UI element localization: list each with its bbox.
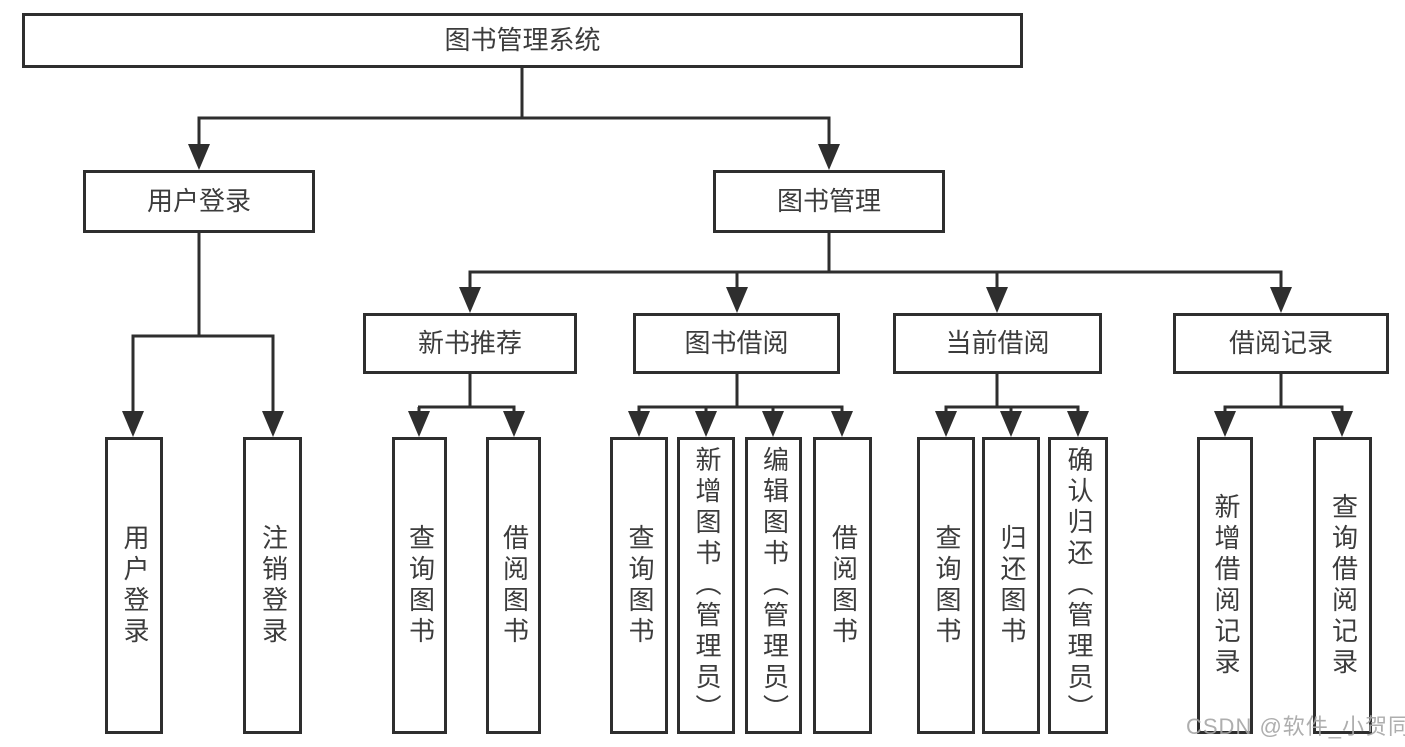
node-user-login: 用户登录: [83, 170, 315, 233]
arrowhead: [1214, 411, 1236, 437]
node-current-borrow: 当前借阅: [893, 313, 1102, 374]
arrowhead: [1067, 411, 1089, 437]
leaf-add-borrow-record: 新增借阅记录: [1197, 437, 1253, 734]
node-borrow-records: 借阅记录: [1173, 313, 1389, 374]
node-new-book-recommend: 新书推荐: [363, 313, 577, 374]
leaf-logout: 注销登录: [243, 437, 302, 734]
arrowhead: [408, 411, 430, 437]
arrowhead: [1270, 287, 1292, 313]
arrowhead: [762, 411, 784, 437]
arrowhead: [122, 411, 144, 437]
arrowhead: [935, 411, 957, 437]
node-book-management: 图书管理: [713, 170, 945, 233]
arrowhead: [262, 411, 284, 437]
node-root-library-management-system: 图书管理系统: [22, 13, 1023, 68]
arrowhead: [831, 411, 853, 437]
leaf-query-books: 查询图书: [392, 437, 447, 734]
leaf-user-login: 用户登录: [105, 437, 163, 734]
arrowhead: [1331, 411, 1353, 437]
node-book-borrow: 图书借阅: [633, 313, 840, 374]
csdn-watermark: CSDN @软件_小贺同学: [1186, 714, 1405, 739]
arrowhead: [818, 144, 840, 170]
arrowhead: [986, 287, 1008, 313]
leaf-edit-books-admin: 编辑图书（管理员）: [745, 437, 802, 734]
arrowhead: [726, 287, 748, 313]
arrowhead: [695, 411, 717, 437]
leaf-add-books-admin: 新增图书（管理员）: [677, 437, 735, 734]
leaf-query-books: 查询图书: [917, 437, 975, 734]
arrowhead: [459, 287, 481, 313]
leaf-query-books: 查询图书: [610, 437, 668, 734]
arrowhead: [1000, 411, 1022, 437]
arrowhead: [503, 411, 525, 437]
leaf-return-books: 归还图书: [982, 437, 1040, 734]
arrowhead: [188, 144, 210, 170]
arrowhead: [628, 411, 650, 437]
leaf-confirm-return-admin: 确认归还（管理员）: [1048, 437, 1108, 734]
leaf-borrow-books: 借阅图书: [813, 437, 872, 734]
leaf-query-borrow-record: 查询借阅记录: [1313, 437, 1372, 734]
leaf-borrow-books: 借阅图书: [486, 437, 541, 734]
